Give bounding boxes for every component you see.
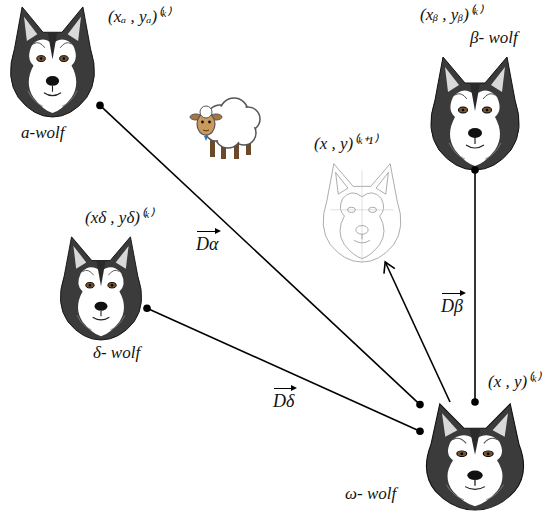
coordinate-label: (xₐ , yₐ)⁽ᵏ⁾ <box>108 7 170 27</box>
end-dot <box>471 166 479 174</box>
wolf-node: (xδ , yδ)⁽ᵏ⁾δ- wolf <box>55 235 147 340</box>
wolf-name: ω- wolf <box>345 484 396 504</box>
end-dot <box>96 102 104 110</box>
coordinate-label: (xᵦ , yᵦ)⁽ᵏ⁾ <box>420 5 482 25</box>
end-dot <box>143 304 151 312</box>
omega-wolf-picture <box>426 404 523 510</box>
wolf-node: (x , y)⁽ᵏ⁺¹⁾ <box>318 162 406 262</box>
end-dot <box>416 401 424 409</box>
distance-vector-label: Dα <box>195 228 221 254</box>
wolf-node: (xₐ , yₐ)⁽ᵏ⁾a-wolf <box>5 5 100 117</box>
distance-line <box>474 170 476 402</box>
new-position-sketch <box>323 164 401 262</box>
distance-vector-label: Dδ <box>272 385 297 411</box>
beta-wolf-picture <box>431 57 519 170</box>
sheep-prey <box>190 98 260 159</box>
move-arrow <box>385 262 450 402</box>
wolf-name: a-wolf <box>21 123 64 143</box>
end-dot <box>416 427 424 435</box>
coordinate-label: (xδ , yδ)⁽ᵏ⁾ <box>85 208 153 228</box>
alpha-wolf-picture <box>11 7 95 117</box>
delta-wolf-picture <box>60 237 141 340</box>
coordinate-label: (x , y)⁽ᵏ⁺¹⁾ <box>314 134 377 154</box>
wolf-name: β- wolf <box>470 28 518 48</box>
distance-vector-label: Dβ <box>440 290 466 316</box>
coordinate-label: (x , y)⁽ᵏ⁾ <box>488 372 540 392</box>
wolf-name: δ- wolf <box>93 343 140 363</box>
wolf-node: (xᵦ , yᵦ)⁽ᵏ⁾β- wolf <box>425 55 525 170</box>
wolf-node: (x , y)⁽ᵏ⁾ω- wolf <box>420 402 530 510</box>
distance-line <box>147 308 420 431</box>
end-dot <box>471 398 479 406</box>
